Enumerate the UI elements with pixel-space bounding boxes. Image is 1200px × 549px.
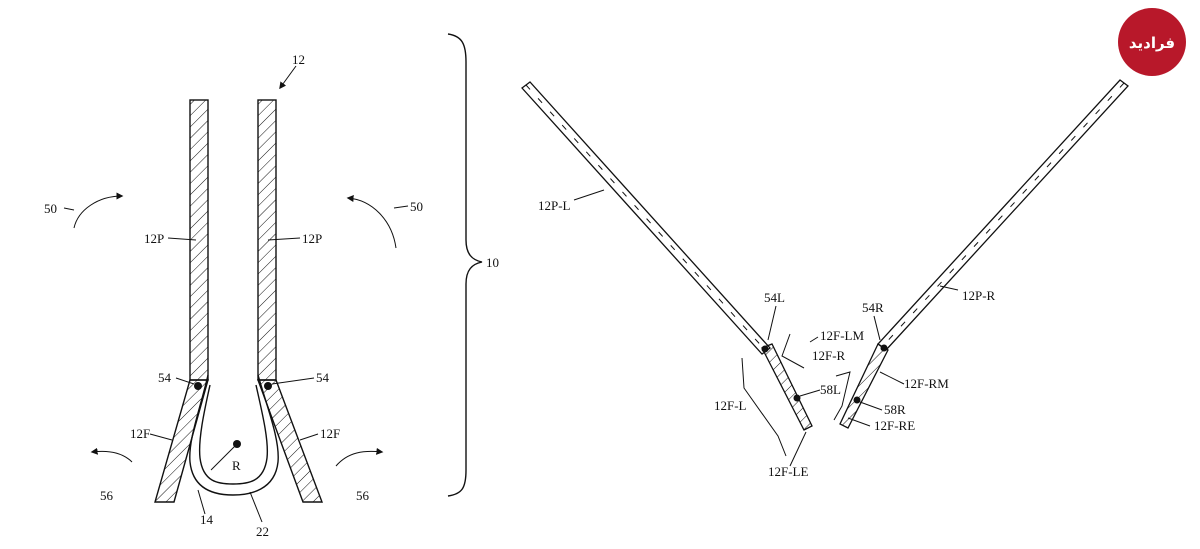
- hinge-point-right: [264, 382, 272, 390]
- label-12F-LM: 12F-LM: [820, 328, 865, 343]
- rotate-arrow-50-right: [346, 194, 397, 249]
- label-12F-LE: 12F-LE: [768, 464, 809, 479]
- radius-line: [210, 443, 238, 471]
- label-22: 22: [256, 524, 269, 539]
- label-12P-R: 12P-R: [962, 288, 996, 303]
- label-58L: 58L: [820, 382, 841, 397]
- left-panel: [154, 99, 209, 503]
- label-R: R: [232, 458, 241, 473]
- rotate-arrow-56-left: [90, 447, 133, 463]
- label-12: 12: [292, 52, 305, 67]
- label-12P-L: 12P-L: [538, 198, 571, 213]
- bracket-12F-R: [833, 371, 851, 421]
- logo-text: فرادید: [1129, 34, 1175, 52]
- label-56-left: 56: [100, 488, 114, 503]
- hinge-point-54R: [880, 344, 888, 352]
- right-panel: [256, 99, 324, 503]
- panel-12P-R: [839, 79, 1129, 429]
- rotate-arrow-56-right: [335, 447, 384, 467]
- point-58R: [853, 396, 861, 404]
- label-12F-left: 12F: [130, 426, 150, 441]
- label-12F-RE: 12F-RE: [874, 418, 915, 433]
- right-figure-unfolded: 12P-L 12P-R 54L 54R 12F-LM 12F-R 12F-RM …: [521, 79, 1129, 479]
- label-10: 10: [486, 255, 499, 270]
- point-58L: [793, 394, 801, 402]
- hinge-point-left: [194, 382, 202, 390]
- label-54-left: 54: [158, 370, 172, 385]
- label-54L: 54L: [764, 290, 785, 305]
- bracket-12F-L: [741, 357, 787, 457]
- label-54R: 54R: [862, 300, 884, 315]
- label-56-right: 56: [356, 488, 370, 503]
- label-12F-R: 12F-R: [812, 348, 846, 363]
- panel-12P-L: [521, 81, 813, 431]
- bracket-12F-LM: [781, 333, 805, 369]
- label-12P-left: 12P: [144, 231, 164, 246]
- label-12F-right: 12F: [320, 426, 340, 441]
- label-54-right: 54: [316, 370, 330, 385]
- rotate-arrow-50-left: [73, 192, 124, 229]
- label-12F-L: 12F-L: [714, 398, 747, 413]
- left-figure-folded: 12 50 50 12P 12P 54 54 12F 12F R 56 56 1…: [44, 33, 499, 539]
- brace-10: [447, 33, 483, 497]
- label-14: 14: [200, 512, 214, 527]
- label-50-left: 50: [44, 201, 57, 216]
- label-12F-RM: 12F-RM: [904, 376, 949, 391]
- label-58R: 58R: [884, 402, 906, 417]
- site-logo: فرادید: [1118, 8, 1186, 76]
- display-loop: [189, 374, 279, 496]
- label-12P-right: 12P: [302, 231, 322, 246]
- hinge-point-54L: [761, 345, 769, 353]
- label-50-right: 50: [410, 199, 423, 214]
